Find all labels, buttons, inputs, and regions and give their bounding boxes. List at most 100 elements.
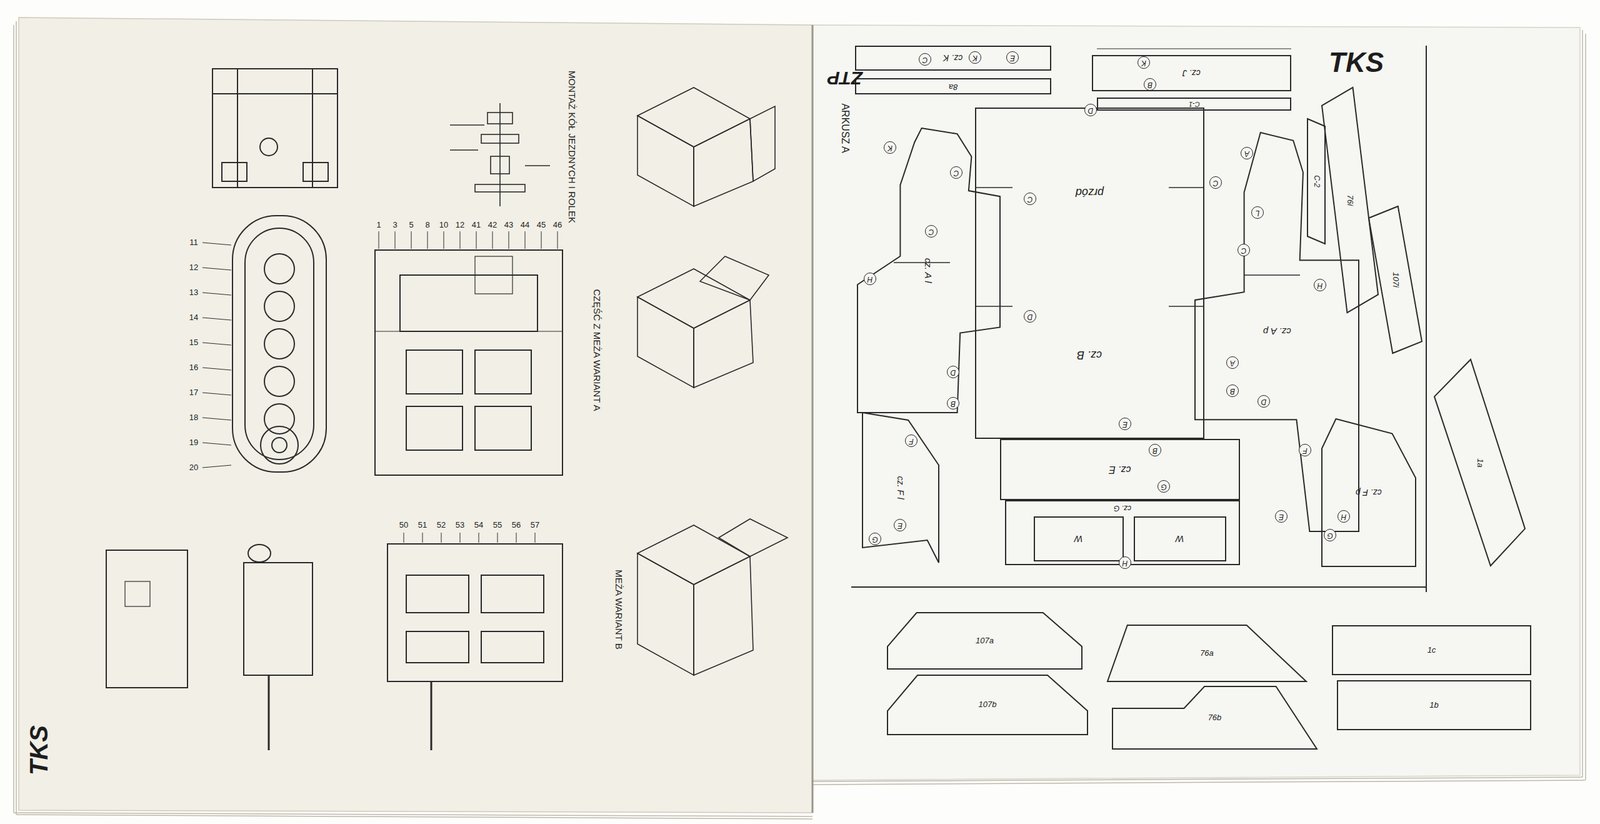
joint-letter: E xyxy=(1006,51,1019,64)
joint-letter: E xyxy=(893,518,907,532)
part-label: 76i xyxy=(1345,194,1355,205)
heading: MEŻA WARIANT B xyxy=(613,569,625,650)
fold-diagram xyxy=(637,87,788,675)
joint-letter: C xyxy=(918,53,932,66)
part-label: cz. F p xyxy=(1355,487,1382,498)
callout-number: 41 xyxy=(471,220,481,230)
part-outline xyxy=(1307,118,1325,244)
joint-letter: A xyxy=(1226,356,1239,369)
part-label: cz. J xyxy=(1182,68,1201,79)
part-label: 76a xyxy=(1200,648,1214,659)
callout-number: 11 xyxy=(189,238,199,247)
callout-number: 3 xyxy=(392,220,397,230)
part-label: W xyxy=(1074,533,1083,544)
part-label: cz. E xyxy=(1108,463,1132,475)
side-panel: cz. F l xyxy=(862,412,939,563)
callout-number: 56 xyxy=(511,520,521,530)
callout-number: 19 xyxy=(189,438,199,447)
part-strip: cz. J xyxy=(1091,55,1292,92)
roof-panel: 76a xyxy=(1107,625,1307,682)
callout-number: 42 xyxy=(488,220,497,230)
callout-number: 12 xyxy=(455,220,465,230)
joint-letter: E xyxy=(1118,417,1132,430)
part-label: C-1 xyxy=(1188,100,1200,109)
joint-letter: C xyxy=(1209,176,1222,189)
part-panel: 1c xyxy=(1331,625,1532,675)
part-label: 8a xyxy=(948,81,958,92)
joint-letter: C xyxy=(1023,192,1037,205)
callout-number: 5 xyxy=(408,220,414,230)
part-strip: cz. K xyxy=(855,45,1052,71)
part-strip: 8a xyxy=(855,78,1052,95)
callout-number: 57 xyxy=(530,520,540,530)
part-label: 1b xyxy=(1429,700,1439,710)
joint-letter: K xyxy=(1137,56,1150,69)
joint-letter: D xyxy=(946,365,960,379)
part-label: W xyxy=(1175,533,1184,544)
joint-letter: H xyxy=(1337,510,1350,523)
part-outline xyxy=(1434,359,1525,566)
part-label: 1c xyxy=(1427,645,1437,655)
part-outline xyxy=(1195,132,1359,532)
side-panel: cz. A l xyxy=(857,128,1000,413)
roof-panel: 76b xyxy=(1112,686,1317,749)
part-label: przód xyxy=(1075,185,1104,199)
part-label: 1a xyxy=(1475,458,1485,467)
part-label: cz. B xyxy=(1076,348,1102,362)
joint-letter: B xyxy=(1226,384,1239,397)
part-strip: 107i xyxy=(1368,206,1422,354)
part-panel: cz. GWW xyxy=(1005,500,1240,565)
joint-letter: C xyxy=(950,166,963,179)
callout-number: 45 xyxy=(536,220,546,230)
joint-letter: A xyxy=(1240,146,1254,160)
side-panel: cz. F p xyxy=(1321,418,1416,567)
part-outline xyxy=(1368,206,1422,354)
callout-number: 16 xyxy=(189,363,199,372)
right-page xyxy=(812,25,1580,780)
joint-letter: E xyxy=(1275,510,1288,523)
part-outline xyxy=(1112,686,1317,749)
part-panel: 1b xyxy=(1336,680,1532,730)
part-label: 107a xyxy=(975,636,994,646)
left-page xyxy=(18,17,813,813)
part-label: cz. A l xyxy=(923,258,934,284)
part-label: cz. A p xyxy=(1263,326,1292,337)
joint-letter: H xyxy=(1313,278,1327,292)
callout-number: 15 xyxy=(189,338,199,347)
joint-letter: K xyxy=(883,141,897,154)
joint-letter: B xyxy=(1143,78,1157,91)
floor-panel: przód cz. B xyxy=(975,107,1205,439)
joint-letter: H xyxy=(1118,556,1132,569)
callout-number: 8 xyxy=(425,220,430,230)
leader-lines xyxy=(202,231,558,543)
part-outline xyxy=(1107,625,1307,682)
joint-letter: D xyxy=(1084,103,1097,117)
joint-letter: G xyxy=(1157,480,1170,493)
callout-number: 46 xyxy=(553,220,562,230)
roof-panel: 107a xyxy=(887,612,1082,669)
sheet-title: TKS xyxy=(25,725,53,775)
page-fold xyxy=(811,25,814,813)
part-strip: C-2 xyxy=(1307,118,1325,244)
part-label: 76b xyxy=(1208,713,1222,723)
part-outline xyxy=(857,128,1000,413)
callout-number: 55 xyxy=(493,520,502,530)
roof-panel: 107b xyxy=(887,675,1088,735)
part-outline xyxy=(1321,87,1379,313)
callout-number: 43 xyxy=(504,220,514,230)
sheet-label: ARKUSZ A xyxy=(839,103,851,153)
callout-number: 44 xyxy=(520,220,530,230)
part-outline xyxy=(1321,418,1416,567)
joint-letter: B xyxy=(1148,443,1162,457)
part-label: 107i xyxy=(1390,271,1400,288)
part-outline xyxy=(887,612,1082,669)
callout-number: 51 xyxy=(418,520,427,530)
joint-letter: L xyxy=(1251,206,1264,219)
callout-number: 20 xyxy=(189,463,199,472)
small-parts xyxy=(106,544,313,750)
part-label: cz. F l xyxy=(895,475,906,499)
part-outline xyxy=(862,412,939,563)
heading: CZĘŚĆ Z MEŻA WARIANT A xyxy=(591,288,603,411)
sheet-title: TKS xyxy=(1328,47,1384,78)
